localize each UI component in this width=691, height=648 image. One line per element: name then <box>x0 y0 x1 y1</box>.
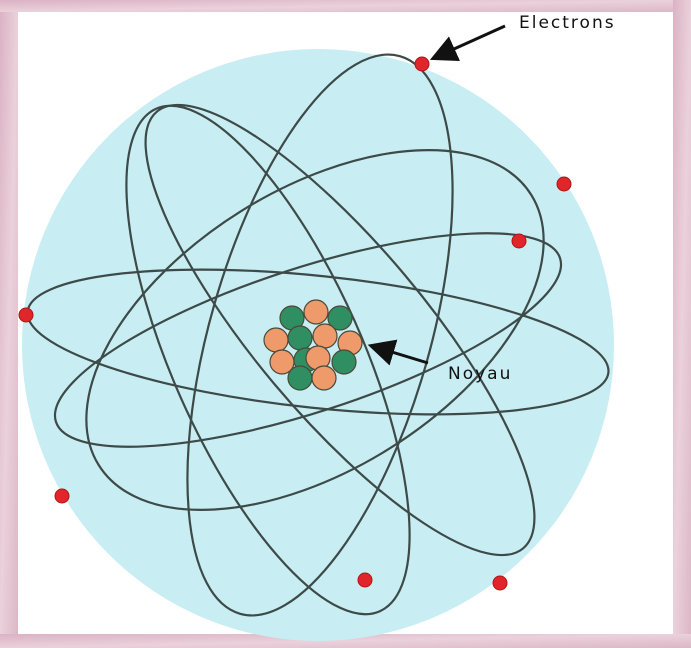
proton <box>263 327 289 353</box>
electron <box>511 233 527 249</box>
nucleus-arrow <box>367 339 429 366</box>
proton <box>303 299 329 325</box>
electron <box>54 488 70 504</box>
frame-left <box>0 0 18 648</box>
electrons-arrow <box>429 24 506 62</box>
orbit-upright <box>186 53 454 617</box>
frame-right <box>673 0 691 648</box>
orbits <box>26 53 610 617</box>
electrons-label: Electrons <box>519 13 616 33</box>
nucleus <box>263 299 363 391</box>
orbit-steep-left <box>125 104 411 616</box>
electrons <box>18 56 572 591</box>
electron <box>556 176 572 192</box>
electron <box>492 575 508 591</box>
electron <box>18 307 34 323</box>
proton <box>311 365 337 391</box>
electron <box>414 56 430 72</box>
neutron <box>327 305 353 331</box>
frame-top <box>0 0 691 12</box>
nucleus-label: Noyau <box>448 364 512 384</box>
orbit-wide-tilt <box>85 149 545 511</box>
frame-bottom <box>0 634 691 648</box>
neutron <box>331 349 357 375</box>
orbit-steep-right <box>144 103 536 557</box>
proton <box>312 323 338 349</box>
orbit-rising <box>53 232 563 448</box>
neutron <box>287 325 313 351</box>
electron <box>357 572 373 588</box>
neutron <box>287 365 313 391</box>
